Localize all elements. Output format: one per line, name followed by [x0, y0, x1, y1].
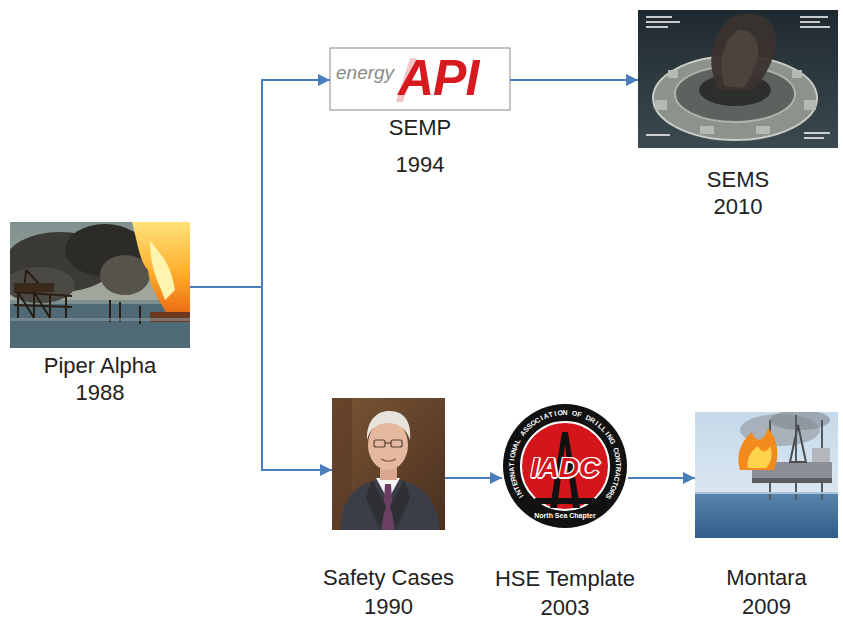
event-name: SEMS	[638, 166, 838, 193]
ring-letter: A	[508, 467, 516, 473]
ring-letter: T	[614, 462, 622, 466]
flow-arrow	[628, 477, 695, 479]
sems-underwater-image	[638, 10, 838, 148]
event-name: Montara	[694, 564, 840, 591]
event-year: 1988	[5, 379, 195, 406]
iadc-logo	[503, 404, 627, 528]
node-picture-area	[638, 10, 838, 148]
flow-arrow	[190, 80, 330, 287]
event-node: HSE Template2003	[490, 403, 640, 620]
node-picture-area	[10, 222, 190, 348]
event-node: SEMS2010	[638, 10, 838, 220]
ring-letter: N	[613, 457, 622, 463]
flow-arrow	[190, 287, 332, 470]
ring-letter: N	[562, 409, 567, 417]
event-node: Safety Cases1990	[314, 398, 464, 620]
event-year: 2010	[638, 193, 838, 220]
event-name: Safety Cases	[314, 564, 464, 591]
event-year: 1990	[314, 593, 464, 620]
montara-photo	[695, 412, 838, 538]
event-year: 1994	[325, 151, 515, 178]
event-node: Montara2009	[694, 412, 840, 620]
event-name: HSE Template	[490, 565, 640, 592]
logo-letters: IADC	[531, 453, 599, 483]
logo-word: energy	[336, 62, 394, 84]
event-name: Piper Alpha	[5, 352, 195, 379]
portrait-photo	[332, 398, 445, 530]
event-node: Piper Alpha1988	[5, 222, 195, 406]
event-year: 2009	[694, 593, 840, 620]
ring-letter: T	[508, 462, 516, 466]
logo-letters: API	[398, 53, 478, 103]
flow-arrow	[510, 79, 638, 81]
ring-letter: O	[557, 409, 563, 417]
flow-arrow	[445, 477, 502, 479]
piper-alpha-photo	[10, 222, 190, 348]
node-picture-area	[332, 398, 445, 530]
event-name: SEMP	[325, 114, 515, 141]
logo-chapter-text: North Sea Chapter	[534, 512, 595, 520]
api-logo-frame	[330, 48, 510, 110]
node-picture-area	[695, 412, 838, 538]
event-year: 2003	[490, 594, 640, 620]
